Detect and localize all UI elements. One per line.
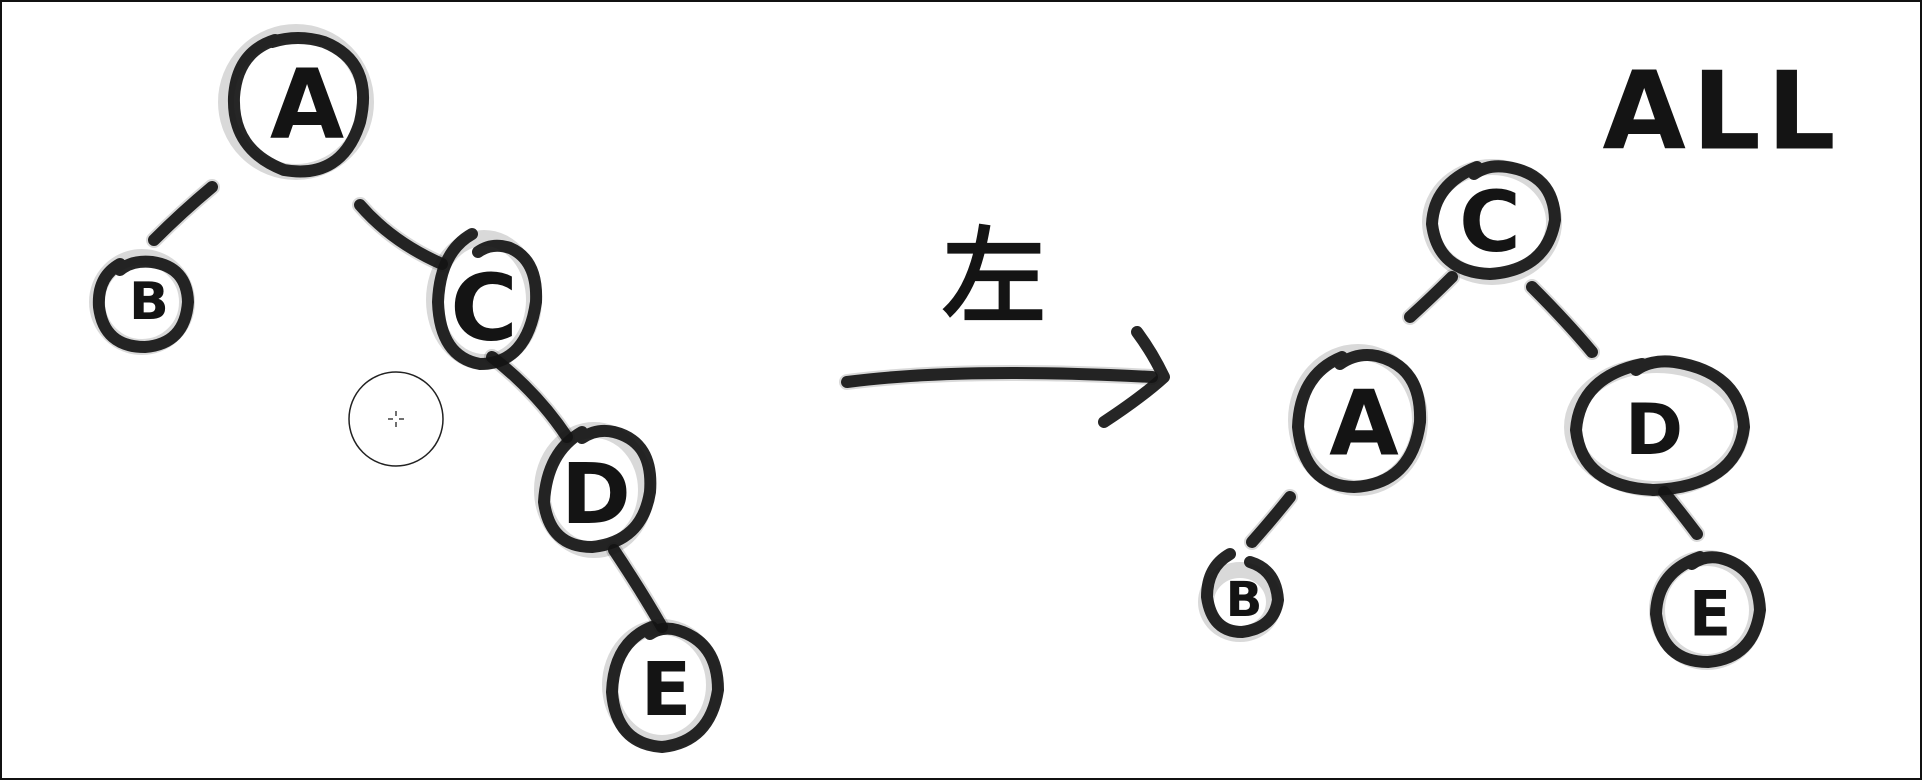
left-node-a: A	[218, 24, 374, 180]
right-node-e: E	[1649, 550, 1766, 670]
rotation-label-text: ALL	[1602, 50, 1841, 175]
left-node-c-label: C	[450, 255, 518, 362]
right-node-a: A	[1288, 344, 1428, 496]
left-edge-c-d	[484, 349, 575, 445]
left-node-d: D	[534, 422, 657, 558]
left-edge-a-c	[352, 197, 450, 272]
transform-label: 左	[942, 216, 1046, 338]
right-edge-a-b	[1244, 489, 1298, 550]
right-edge-c-d	[1524, 279, 1600, 360]
right-node-a-label: A	[1329, 372, 1399, 477]
right-node-c: C	[1422, 159, 1562, 285]
left-edge-d-e	[606, 542, 670, 635]
right-node-b-label: B	[1226, 572, 1263, 628]
transform-arrow	[839, 326, 1170, 428]
right-node-d: D	[1564, 355, 1750, 497]
left-node-a-label: A	[270, 49, 344, 161]
left-node-e: E	[602, 619, 724, 753]
brush-cursor-icon	[348, 371, 444, 467]
left-edge-a-b	[146, 179, 220, 248]
left-node-c: C	[426, 228, 543, 370]
right-edge-d-e	[1656, 484, 1705, 542]
right-edge-c-a	[1402, 269, 1460, 325]
right-node-e-label: E	[1689, 578, 1731, 651]
right-node-d-label: D	[1625, 389, 1683, 471]
left-node-d-label: D	[561, 445, 631, 543]
left-node-e-label: E	[641, 647, 692, 733]
rotation-label: ALL	[1602, 50, 1841, 175]
right-node-b: B	[1198, 548, 1284, 642]
left-node-b: B	[89, 249, 195, 355]
transform-label-text: 左	[942, 216, 1046, 338]
right-node-c-label: C	[1459, 173, 1521, 271]
left-node-b-label: B	[129, 272, 169, 332]
